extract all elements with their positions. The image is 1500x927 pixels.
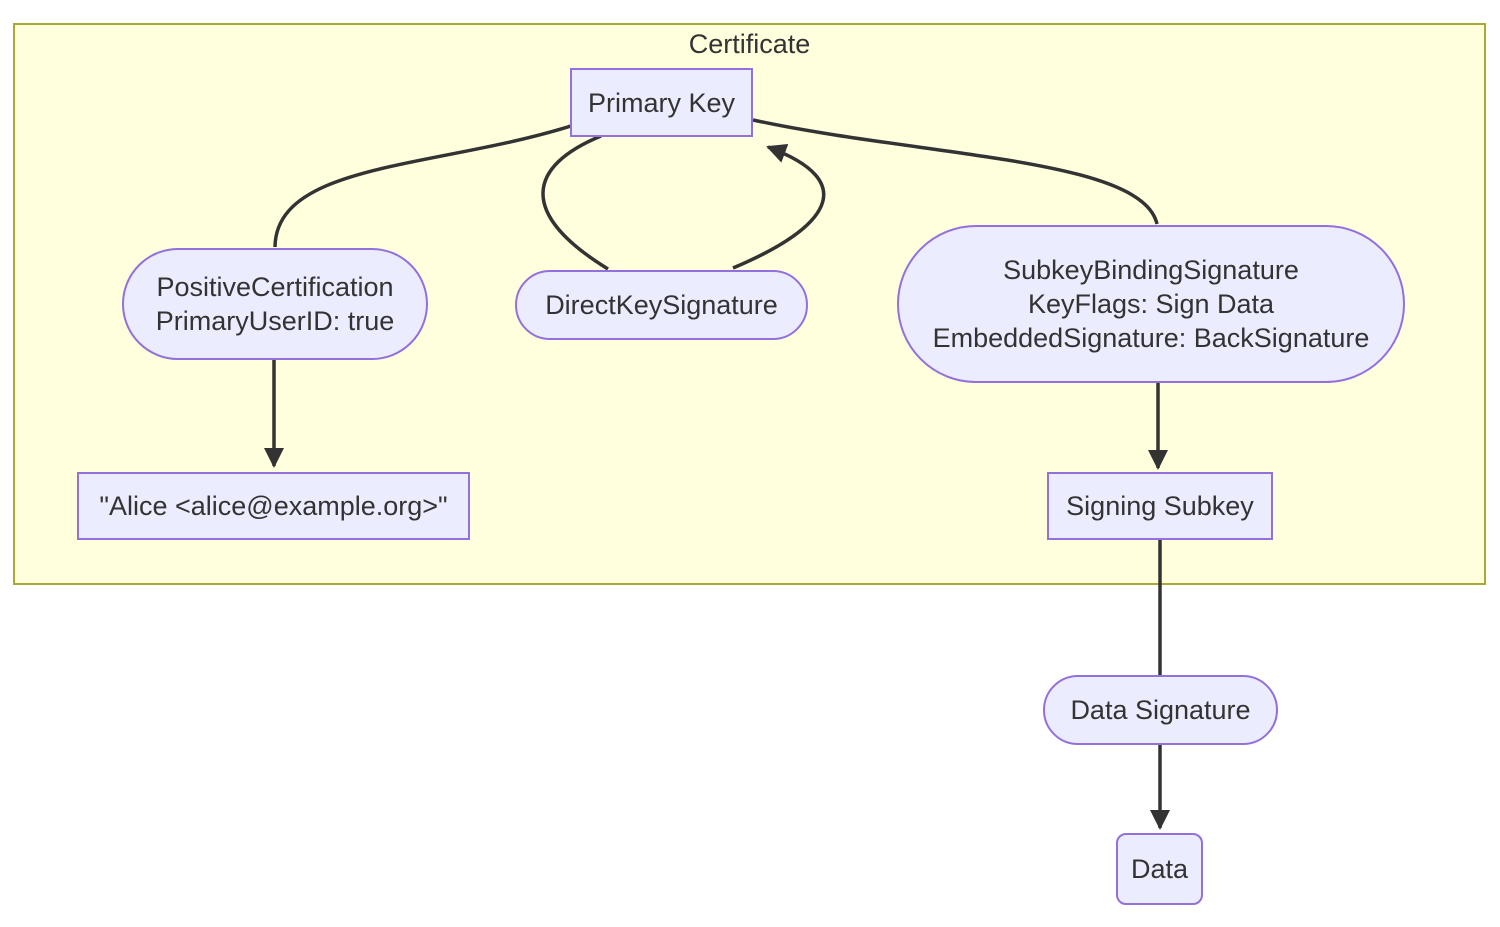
node-primary-key: Primary Key: [570, 68, 753, 137]
node-positive-certification: PositiveCertification PrimaryUserID: tru…: [122, 248, 428, 360]
node-label-line: KeyFlags: Sign Data: [1027, 289, 1275, 319]
node-label-line: PositiveCertification: [156, 272, 394, 302]
node-label: "Alice <alice@example.org>": [99, 491, 448, 521]
node-signing-subkey: Signing Subkey: [1047, 472, 1273, 540]
node-label: Data Signature: [1070, 695, 1251, 725]
node-label: Primary Key: [587, 87, 736, 118]
node-subkey-binding-signature: SubkeyBindingSignature KeyFlags: Sign Da…: [897, 225, 1405, 383]
node-label: Data: [1130, 854, 1189, 884]
node-label-line: EmbeddedSignature: BackSignature: [932, 323, 1370, 353]
node-label-line: SubkeyBindingSignature: [1003, 255, 1299, 285]
node-label: DirectKeySignature: [545, 290, 778, 320]
node-direct-key-signature: DirectKeySignature: [515, 270, 808, 340]
node-label-line: PrimaryUserID: true: [155, 306, 395, 336]
node-data-signature: Data Signature: [1043, 675, 1278, 745]
node-label: Signing Subkey: [1066, 491, 1254, 521]
certificate-cluster-label: Certificate: [688, 29, 811, 59]
node-data: Data: [1116, 833, 1203, 905]
node-user-id: "Alice <alice@example.org>": [77, 472, 470, 540]
